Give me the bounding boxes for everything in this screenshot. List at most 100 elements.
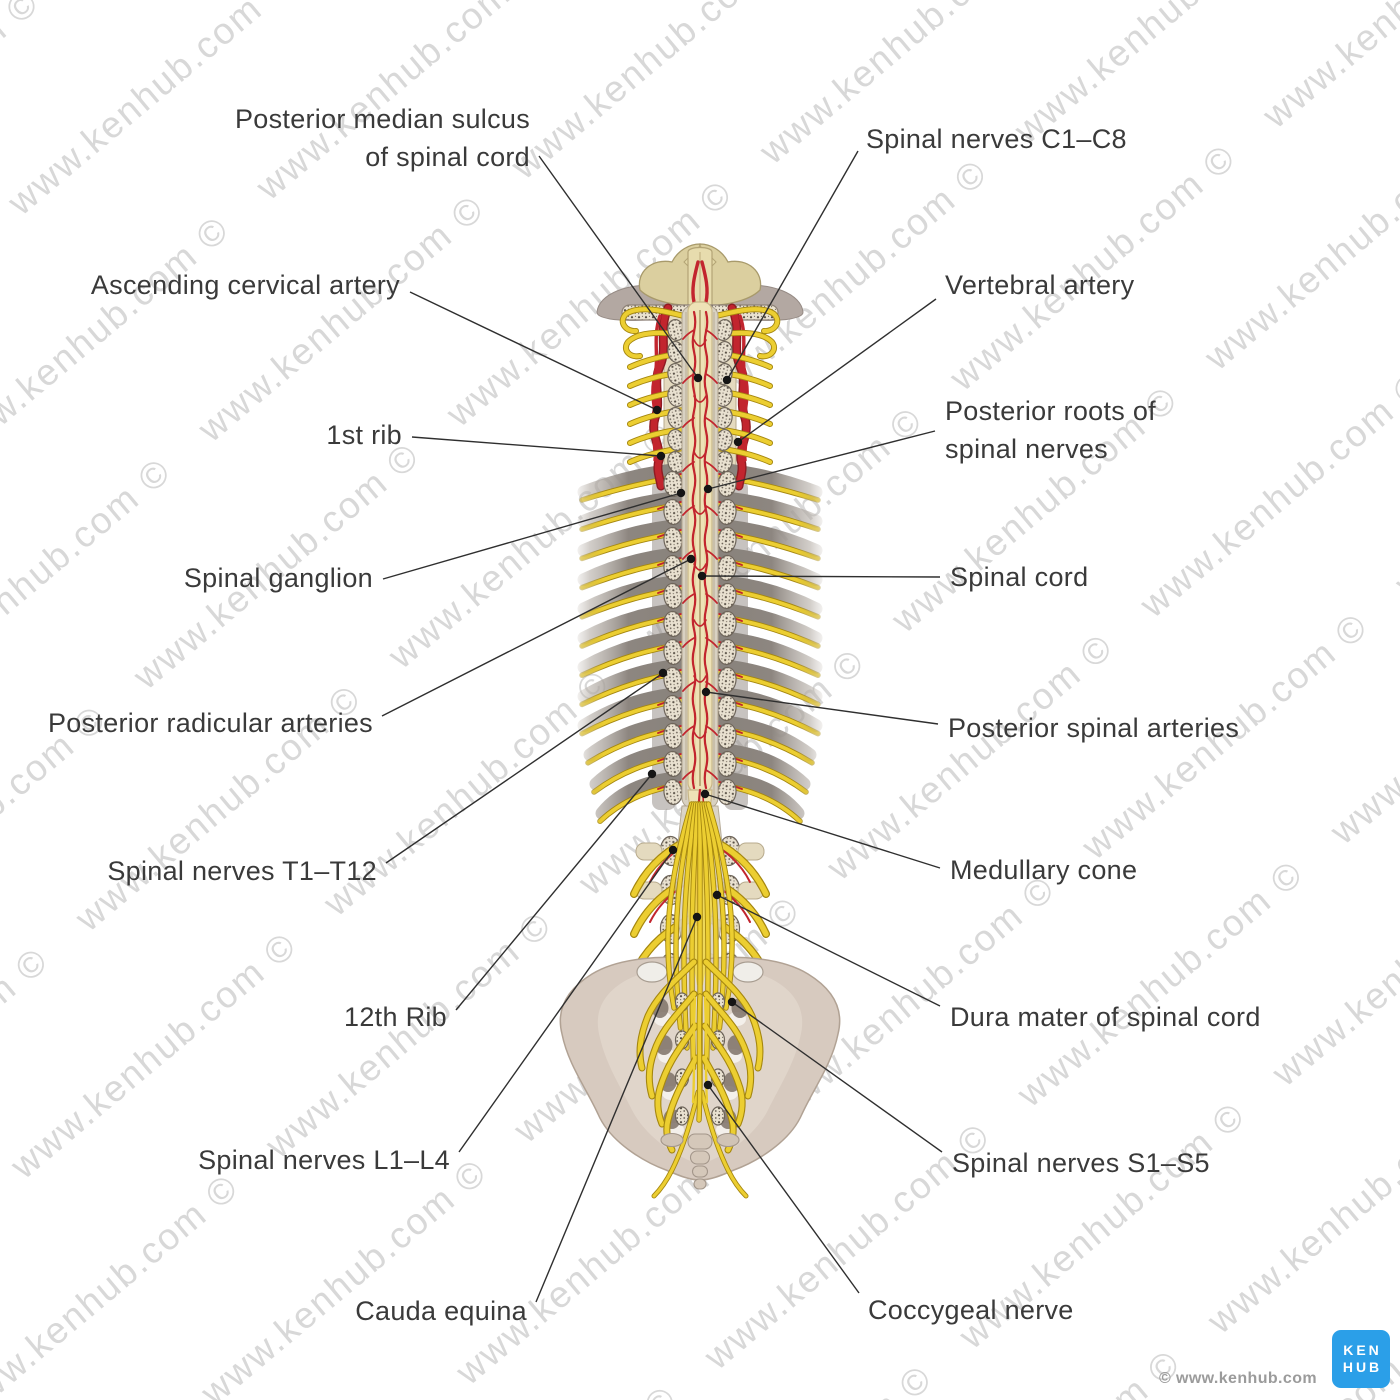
leader-line-coccygeal-nerve bbox=[707, 1084, 860, 1294]
leader-line-posterior-spinal-arteries bbox=[705, 691, 939, 725]
occipital-bone-right bbox=[699, 243, 762, 307]
artery-twig bbox=[682, 461, 695, 472]
leader-line-spinal-nerves-s1-s5 bbox=[731, 1001, 943, 1153]
coccyx-wing-right bbox=[716, 1132, 740, 1148]
artery-twig bbox=[682, 549, 695, 560]
ascending-cervical-artery bbox=[651, 314, 662, 462]
artery-twig bbox=[682, 505, 695, 516]
leader-line-ascending-cervical-artery bbox=[409, 291, 658, 411]
cauda-strand bbox=[690, 802, 700, 1070]
artery-anastomosis bbox=[693, 731, 707, 739]
articular-process-right bbox=[732, 961, 764, 983]
ascending-cervical-artery bbox=[738, 314, 749, 462]
leader-line-spinal-nerves-t1-t12 bbox=[385, 672, 664, 864]
artery-anastomosis bbox=[693, 675, 707, 683]
artery-twig bbox=[705, 417, 718, 428]
artery-anastomosis bbox=[693, 507, 707, 515]
coccygeal-nerve bbox=[700, 1090, 748, 1198]
leader-dot-posterior-radicular-arteries bbox=[686, 554, 696, 564]
leader-dot-coccygeal-nerve bbox=[703, 1080, 713, 1090]
leader-line-medullary-cone bbox=[704, 793, 941, 869]
artery-twig bbox=[705, 637, 718, 648]
leader-dot-spinal-cord bbox=[697, 571, 707, 581]
leader-line-vertebral-artery bbox=[737, 298, 937, 443]
artery-twig bbox=[705, 505, 718, 516]
vertebral-artery-top bbox=[691, 260, 700, 304]
leader-line-spinal-cord bbox=[701, 575, 941, 578]
cauda-strand bbox=[674, 802, 696, 1030]
leader-dot-1st-rib bbox=[656, 451, 666, 461]
leader-dot-posterior-median-sulcus bbox=[693, 373, 703, 383]
articular-process-left bbox=[636, 961, 668, 983]
artery-anastomosis bbox=[693, 395, 707, 403]
artery-twig bbox=[682, 329, 695, 340]
leader-dot-posterior-spinal-arteries bbox=[701, 687, 711, 697]
coccyx-wing-left bbox=[660, 1132, 684, 1148]
logo-line-2: HUB bbox=[1342, 1359, 1383, 1375]
attribution-text: © www.kenhub.com bbox=[1158, 1370, 1317, 1387]
leader-line-spinal-nerves-l1-l4 bbox=[458, 849, 674, 1153]
coccyx-segment-3 bbox=[691, 1165, 709, 1178]
coccyx bbox=[660, 1132, 740, 1190]
leader-dot-medullary-cone bbox=[700, 789, 710, 799]
coccyx-segment-1 bbox=[687, 1133, 713, 1150]
sacral-anatomy-left bbox=[636, 958, 701, 1199]
occipital-bone-left bbox=[638, 243, 701, 307]
leader-dot-posterior-roots-of-spinal-nerves bbox=[703, 484, 713, 494]
filum-strand-left bbox=[691, 996, 697, 1104]
leader-line-dura-mater-of-spinal-cord bbox=[716, 894, 941, 1007]
leader-dot-ascending-cervical-artery bbox=[652, 405, 662, 415]
leader-line-posterior-radicular-arteries bbox=[381, 558, 692, 717]
artery-twig bbox=[682, 681, 695, 692]
leader-dot-spinal-nerves-s1-s5 bbox=[727, 997, 737, 1007]
c1-loop bbox=[705, 307, 780, 334]
artery-twig bbox=[705, 549, 718, 560]
artery-twig bbox=[705, 461, 718, 472]
artery-anastomosis bbox=[693, 619, 707, 627]
leader-dot-12th-rib bbox=[647, 769, 657, 779]
leader-dot-spinal-nerves-c1-c8 bbox=[722, 375, 732, 385]
artery-twig bbox=[705, 329, 718, 340]
leader-dot-vertebral-artery bbox=[733, 437, 743, 447]
sacral-nerve bbox=[703, 991, 754, 1099]
leader-line-cauda-equina bbox=[535, 916, 698, 1303]
filum bbox=[697, 994, 702, 1122]
filum-strand-right bbox=[703, 996, 709, 1104]
vertebral-artery-top bbox=[700, 260, 709, 304]
sacral-nerve bbox=[655, 1023, 698, 1127]
leader-line-posterior-median-sulcus bbox=[538, 155, 699, 379]
leader-dot-cauda-equina bbox=[692, 912, 702, 922]
artery-twig bbox=[705, 593, 718, 604]
leader-line-spinal-ganglion bbox=[382, 492, 682, 580]
artery-twig bbox=[705, 373, 718, 384]
artery-twig bbox=[682, 417, 695, 428]
cauda-strand bbox=[704, 802, 726, 1030]
artery-anastomosis bbox=[693, 339, 707, 347]
vertebra-cross-section bbox=[674, 1106, 690, 1126]
leader-line-spinal-nerves-c1-c8 bbox=[726, 150, 859, 381]
coccygeal-nerve bbox=[652, 1090, 700, 1198]
cauda-strand bbox=[700, 802, 710, 1070]
leader-dot-dura-mater-of-spinal-cord bbox=[712, 890, 722, 900]
artery-anastomosis bbox=[693, 451, 707, 459]
artery-twig bbox=[682, 769, 695, 780]
artery-twig bbox=[682, 637, 695, 648]
leader-dot-spinal-nerves-t1-t12 bbox=[658, 668, 668, 678]
artery-anastomosis bbox=[693, 563, 707, 571]
leader-line-posterior-roots-of-spinal-nerves bbox=[707, 430, 936, 490]
logo-line-1: KEN bbox=[1343, 1342, 1382, 1358]
leader-line-12th-rib bbox=[455, 773, 653, 1011]
leader-line-1st-rib bbox=[411, 436, 662, 457]
transverse-process bbox=[635, 842, 663, 861]
artery-twig bbox=[705, 681, 718, 692]
leader-dot-spinal-nerves-l1-l4 bbox=[668, 845, 678, 855]
leader-lines bbox=[381, 150, 943, 1303]
artery-twig bbox=[682, 373, 695, 384]
attribution: © www.kenhub.com bbox=[1159, 1370, 1317, 1388]
artery-twig bbox=[682, 725, 695, 736]
coccyx-tip bbox=[693, 1178, 707, 1190]
posterior-spinal-arteries bbox=[682, 310, 718, 790]
leader-dot-spinal-ganglion bbox=[676, 488, 686, 498]
kenhub-logo[interactable]: KEN HUB bbox=[1332, 1330, 1390, 1388]
